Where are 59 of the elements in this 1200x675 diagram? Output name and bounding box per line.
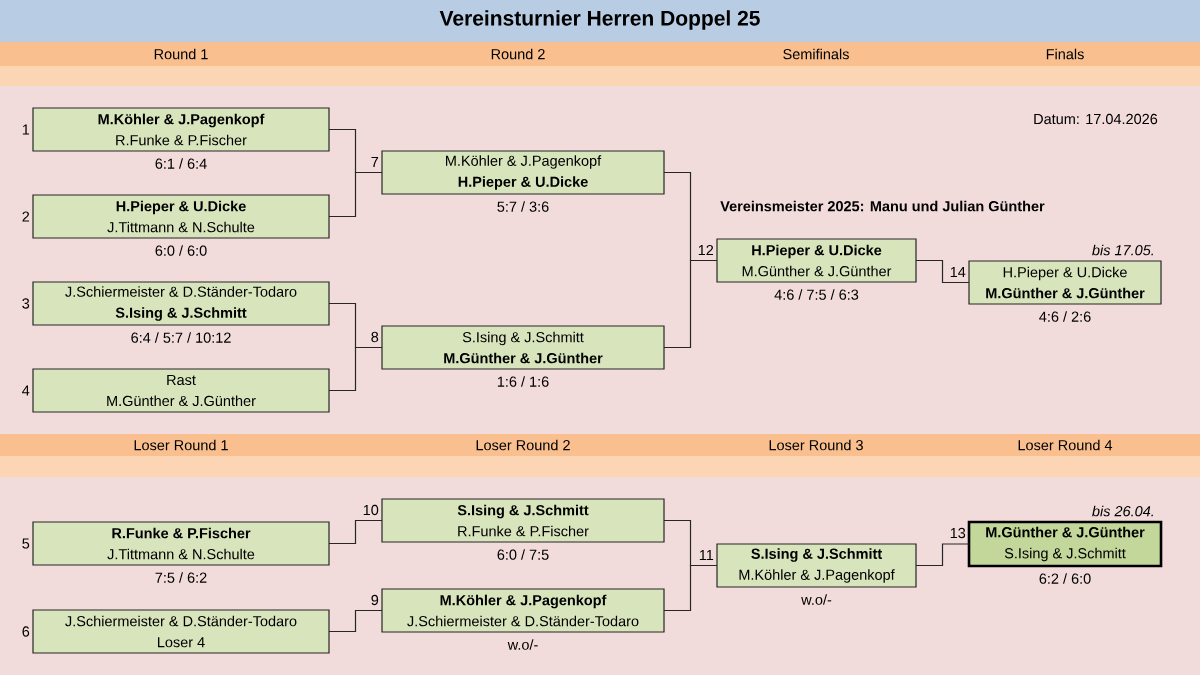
match-number: 11 — [699, 550, 714, 560]
match-number: 2 — [22, 211, 30, 222]
column-heading: Loser Round 4 — [1018, 439, 1113, 451]
score-text: 6:0 / 7:5 — [497, 549, 549, 560]
match-box: S.Ising & J.Schmitt R.Funke & P.Fischer — [381, 498, 665, 543]
score-text: 6:4 / 5:7 / 10:12 — [131, 332, 231, 343]
match-number: 5 — [22, 538, 30, 549]
match-number: 10 — [363, 504, 379, 516]
match-box: H.Pieper & U.Dicke J.Tittmann & N.Schulte — [32, 194, 330, 239]
bracket-line — [328, 171, 383, 218]
column-heading: Round 2 — [491, 48, 545, 60]
champion-note: Vereinsmeister 2025: Manu und Julian Günther — [720, 200, 1045, 212]
bracket-line — [328, 519, 383, 545]
match-box: M.Günther & J.Günther S.Ising & J.Schmitt — [967, 520, 1163, 568]
match-number: 3 — [22, 298, 30, 309]
deadline-note: bis 26.04. — [1092, 505, 1153, 517]
match-number: 9 — [371, 594, 379, 606]
column-heading: Round 1 — [154, 48, 208, 60]
score-text: 7:5 / 6:2 — [155, 572, 207, 583]
score-text: 6:1 / 6:4 — [155, 158, 207, 169]
bracket-line — [915, 543, 970, 567]
match-number: 4 — [22, 385, 30, 396]
match-number: 12 — [698, 244, 714, 256]
match-box: S.Ising & J.Schmitt M.Günther & J.Günther — [381, 325, 665, 370]
match-number: 14 — [950, 267, 966, 277]
column-heading: Loser Round 2 — [476, 439, 570, 451]
match-box: Rast M.Günther & J.Günther — [32, 368, 330, 413]
date-text: Datum: 17.04.2026 — [1034, 113, 1158, 125]
bracket-line — [663, 259, 718, 349]
match-box: J.Schiermeister & D.Ständer-Todaro Loser 4 — [32, 609, 330, 654]
score-text: 1:6 / 1:6 — [497, 376, 549, 387]
match-number: 6 — [22, 626, 30, 637]
match-box: H.Pieper & U.Dicke M.Günther & J.Günther — [968, 260, 1162, 305]
title-banner: Vereinsturnier Herren Doppel 25 — [0, 0, 1200, 42]
column-heading: Finals — [1046, 48, 1084, 60]
bracket-line — [915, 259, 970, 284]
score-text: 6:0 / 6:0 — [155, 245, 207, 256]
score-text: w.o/- — [507, 639, 538, 650]
score-text: 4:6 / 7:5 / 6:3 — [774, 289, 859, 300]
bracket-line — [328, 346, 383, 392]
match-box: M.Köhler & J.Pagenkopf R.Funke & P.Fischer — [32, 107, 330, 152]
match-box: R.Funke & P.Fischer J.Tittmann & N.Schulte — [32, 521, 330, 566]
column-heading: Loser Round 3 — [769, 439, 863, 451]
score-text: 4:6 / 2:6 — [1039, 311, 1091, 322]
match-box: H.Pieper & U.Dicke M.Günther & J.Günther — [716, 238, 917, 283]
deadline-note: bis 17.05. — [1092, 244, 1153, 256]
match-box: J.Schiermeister & D.Ständer-Todaro S.Ising & J.Schmitt — [32, 281, 330, 326]
match-box: M.Köhler & J.Pagenkopf H.Pieper & U.Dicke — [381, 150, 665, 195]
score-text: w.o/- — [801, 594, 832, 605]
bracket-line — [328, 609, 383, 633]
match-number: 1 — [22, 124, 30, 135]
bracket-line — [663, 564, 718, 612]
match-number: 8 — [371, 331, 379, 343]
column-heading: Semifinals — [783, 48, 849, 60]
column-heading: Loser Round 1 — [134, 439, 228, 451]
score-text: 5:7 / 3:6 — [497, 201, 549, 212]
score-text: 6:2 / 6:0 — [1039, 573, 1091, 584]
match-number: 7 — [371, 157, 379, 167]
match-number: 13 — [950, 527, 966, 539]
